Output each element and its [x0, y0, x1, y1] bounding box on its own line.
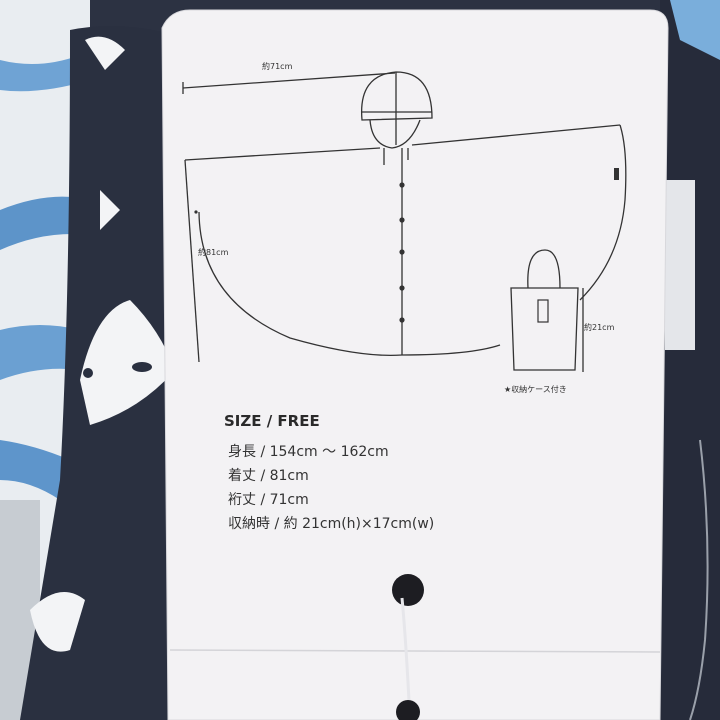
blue-stripe [0, 325, 80, 380]
blue-stripe [0, 55, 90, 92]
spec-sleeve: 裄丈 / 71cm [228, 492, 309, 508]
width-dimension-label: 約71cm [262, 62, 293, 71]
fox-eye [132, 362, 152, 372]
tag-hole [392, 574, 424, 606]
blue-stripe [0, 440, 70, 500]
string [689, 439, 709, 720]
fox-print [80, 300, 175, 425]
storage-case [510, 287, 579, 371]
storage-case-handle [527, 249, 561, 289]
blue-stripe [0, 196, 90, 250]
poncho-drawing [182, 71, 627, 372]
spec-length: 着丈 / 81cm [228, 468, 309, 484]
fox-print [100, 190, 120, 230]
white-strip [665, 180, 695, 350]
poncho-buttons [194, 168, 619, 323]
spec-height: 身長 / 154cm 〜 162cm [228, 444, 389, 460]
case-caption: ★収納ケース付き [504, 385, 567, 394]
length-dimension-label: 約81cm [198, 248, 229, 257]
spec-storage: 収納時 / 約 21cm(h)×17cm(w) [228, 516, 435, 532]
size-title: SIZE / FREE [224, 412, 320, 430]
length-dimension-line [184, 159, 200, 363]
fox-print [30, 592, 85, 652]
case-dimension-label: 約21cm [584, 323, 615, 332]
fox-nose [83, 368, 93, 378]
width-dimension-line [182, 72, 396, 89]
tag-hole-lower [396, 700, 420, 720]
tag-card [161, 9, 669, 720]
blue-fabric-corner [670, 0, 720, 60]
fox-print [85, 36, 125, 70]
navy-fabric-right [660, 0, 720, 720]
tag-fold [169, 649, 661, 653]
